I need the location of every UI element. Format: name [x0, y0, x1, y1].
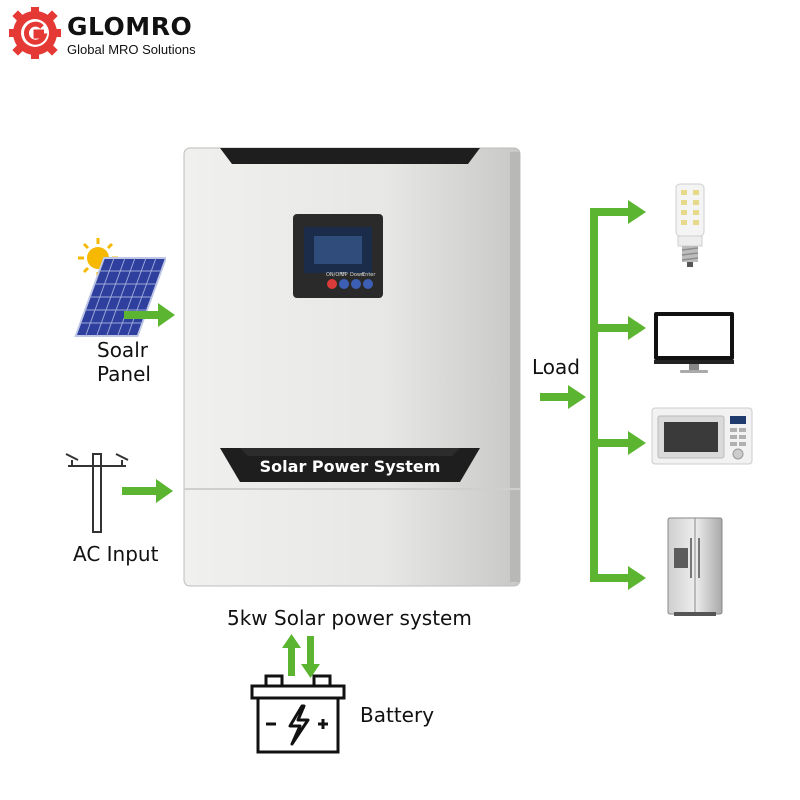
battery-label: Battery: [360, 703, 435, 727]
load-arrow-icon: [540, 385, 586, 409]
load-distribution-bus: [590, 200, 646, 590]
brand-tagline: Global MRO Solutions: [67, 42, 196, 57]
ac-input-arrow-icon: [122, 479, 173, 503]
monitor-icon: [654, 312, 734, 373]
light-bulb-icon: [675, 183, 705, 267]
ac-input-label: AC Input: [73, 542, 159, 566]
solar-panel-label-line1: Soalr: [97, 338, 148, 362]
load-label: Load: [532, 355, 580, 379]
system-caption: 5kw Solar power system: [227, 606, 472, 630]
solar-panel-label-line2: Panel: [97, 362, 151, 386]
power-pole-icon: [65, 453, 129, 533]
inverter-unit: [183, 147, 521, 587]
battery-icon: [250, 674, 346, 754]
microwave-icon: [651, 407, 753, 465]
solar-input-arrow-icon: [124, 303, 175, 327]
glomro-logo-icon: [9, 7, 61, 59]
refrigerator-icon: [667, 517, 723, 616]
brand-name: GLOMRO: [67, 12, 193, 41]
battery-charge-discharge-arrows-icon: [282, 634, 320, 678]
